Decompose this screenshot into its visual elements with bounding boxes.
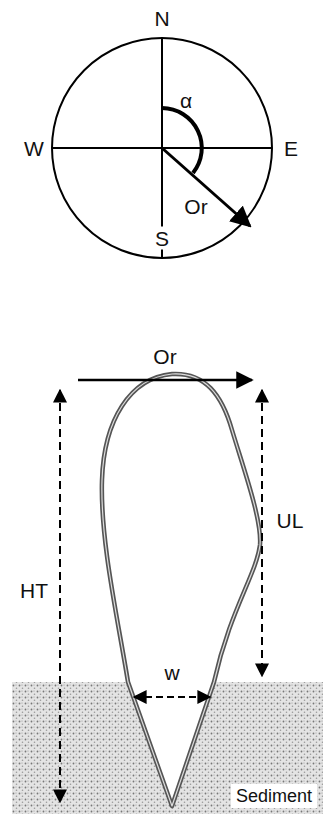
label: N [152,7,171,30]
label: w [162,661,181,684]
label: HT [18,579,50,602]
label: UL [275,509,306,532]
drop-outline [102,374,260,806]
label: E [282,137,300,160]
label: W [22,137,46,160]
sediment-region: Sediment [12,682,323,814]
label: α [178,89,194,112]
drop-inner-line [102,374,260,806]
compass [52,38,272,258]
width-dimension [134,696,210,698]
height-dimension [59,390,61,802]
region-label: Sediment [231,784,317,808]
label: S [153,227,171,250]
label: Or [151,345,178,368]
orientation-arrow [162,148,250,226]
upper-length-dimension [261,390,263,676]
orientation-arrow [78,379,252,382]
label: Or [182,195,209,218]
angle-arc [162,108,202,173]
